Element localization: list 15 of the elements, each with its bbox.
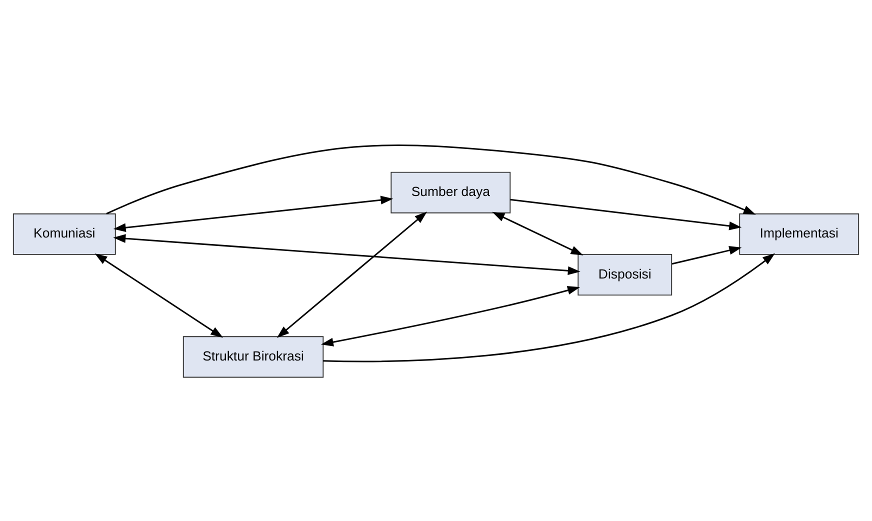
- arrow: [106, 144, 756, 214]
- arrow: [113, 195, 394, 232]
- arrow: [276, 211, 428, 338]
- arrow: [672, 246, 742, 264]
- node-box: Implementasi: [739, 212, 860, 254]
- arrow: [94, 252, 224, 338]
- arrow: [492, 211, 584, 255]
- arrow: [113, 234, 580, 275]
- arrow: [323, 252, 776, 362]
- node-box: Disposisi: [578, 253, 672, 296]
- node-box: Komuniasi: [12, 212, 116, 254]
- node-box: Sumber daya: [390, 171, 511, 213]
- node-box: Struktur Birokrasi: [182, 336, 324, 378]
- arrow: [320, 286, 580, 346]
- arrow: [510, 198, 742, 230]
